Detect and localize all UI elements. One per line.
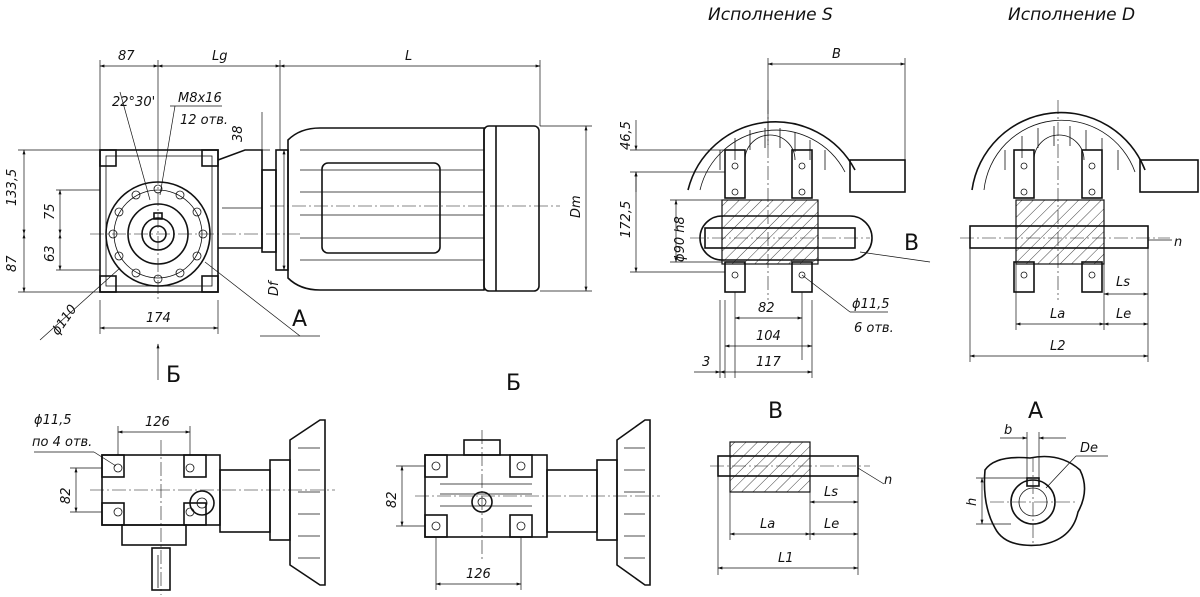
title-variant-s: Исполнение S [708,5,833,25]
dim-104: 104 [756,329,781,344]
title-variant-d: Исполнение D [1008,5,1135,25]
view-b-middle: Б 82 126 [385,371,660,590]
view-v-shaft: В n Ls La Le L1 [710,399,892,575]
dim-lg: Lg [212,49,228,64]
dim-75: 75 [43,203,58,220]
dim-b-top: B [832,47,841,62]
dim-82-mid: 82 [385,491,400,508]
dim-ls-v: Ls [824,485,838,500]
dim-82-s: 82 [758,301,775,316]
dim-l2: L2 [1050,339,1066,354]
arrow-label-b: Б [166,363,181,388]
dim-thread: M8x16 [178,91,222,106]
variant-s-view: Исполнение S B [619,5,931,378]
dim-holes4: по 4 отв. [32,435,92,450]
view-b-left: 126 82 ϕ11,5 по 4 отв. [32,413,335,595]
dim-dia11-b: ϕ11,5 [34,413,72,428]
dim-n-v: n [884,473,892,488]
dim-ls-d: Ls [1116,275,1130,290]
electric-motor [270,125,560,292]
motor-adapter [217,149,289,271]
dim-87-side: 87 [5,255,20,272]
variant-d-view: Исполнение D n [960,5,1199,362]
dim-b-a: b [1004,423,1012,438]
dim-holes12: 12 отв. [180,113,228,128]
dim-dm: Dm [569,195,584,218]
dim-le-v: Le [824,517,839,532]
dim-le-d: Le [1116,307,1131,322]
dim-38: 38 [231,125,246,142]
dim-133: 133,5 [5,169,20,206]
dim-63: 63 [43,245,58,262]
main-dimensions [18,60,592,341]
dim-dia90: ϕ90 h8 [673,216,688,262]
dim-la-v: La [760,517,775,532]
dim-dia110: ϕ110 [49,302,80,338]
dim-dia11-s: ϕ11,5 [852,297,890,312]
gearbox-housing [90,149,300,300]
dim-la-d: La [1050,307,1065,322]
arrow-label-v: В [904,231,919,256]
d-fins [1004,126,1119,170]
dim-46: 46,5 [619,121,634,150]
dim-l1: L1 [778,551,794,566]
dim-82-left: 82 [59,487,74,504]
dim-de: De [1080,441,1098,456]
dim-174: 174 [146,311,171,326]
dim-l: L [405,49,412,64]
dim-172: 172,5 [619,201,634,238]
view-title-b: Б [506,371,521,396]
dim-n-d: n [1174,235,1182,250]
dim-h: h [965,498,980,506]
view-title-a: A [1028,399,1043,424]
dim-3: 3 [702,355,710,370]
dim-df: Df [267,279,282,296]
main-view: 87 Lg L 22°30' M8x16 12 отв. 38 133,5 75… [5,49,592,388]
dim-angle: 22°30' [112,95,155,110]
s-fins [719,128,826,170]
dim-126-mid: 126 [466,567,491,582]
view-title-v: В [768,399,783,424]
dim-87-top: 87 [118,49,135,64]
dim-117: 117 [756,355,782,370]
arrow-label-a: A [292,307,307,332]
dim-126-left: 126 [145,415,170,430]
view-a-section: A b De h [965,399,1108,547]
dim-holes6: 6 отв. [854,321,894,336]
